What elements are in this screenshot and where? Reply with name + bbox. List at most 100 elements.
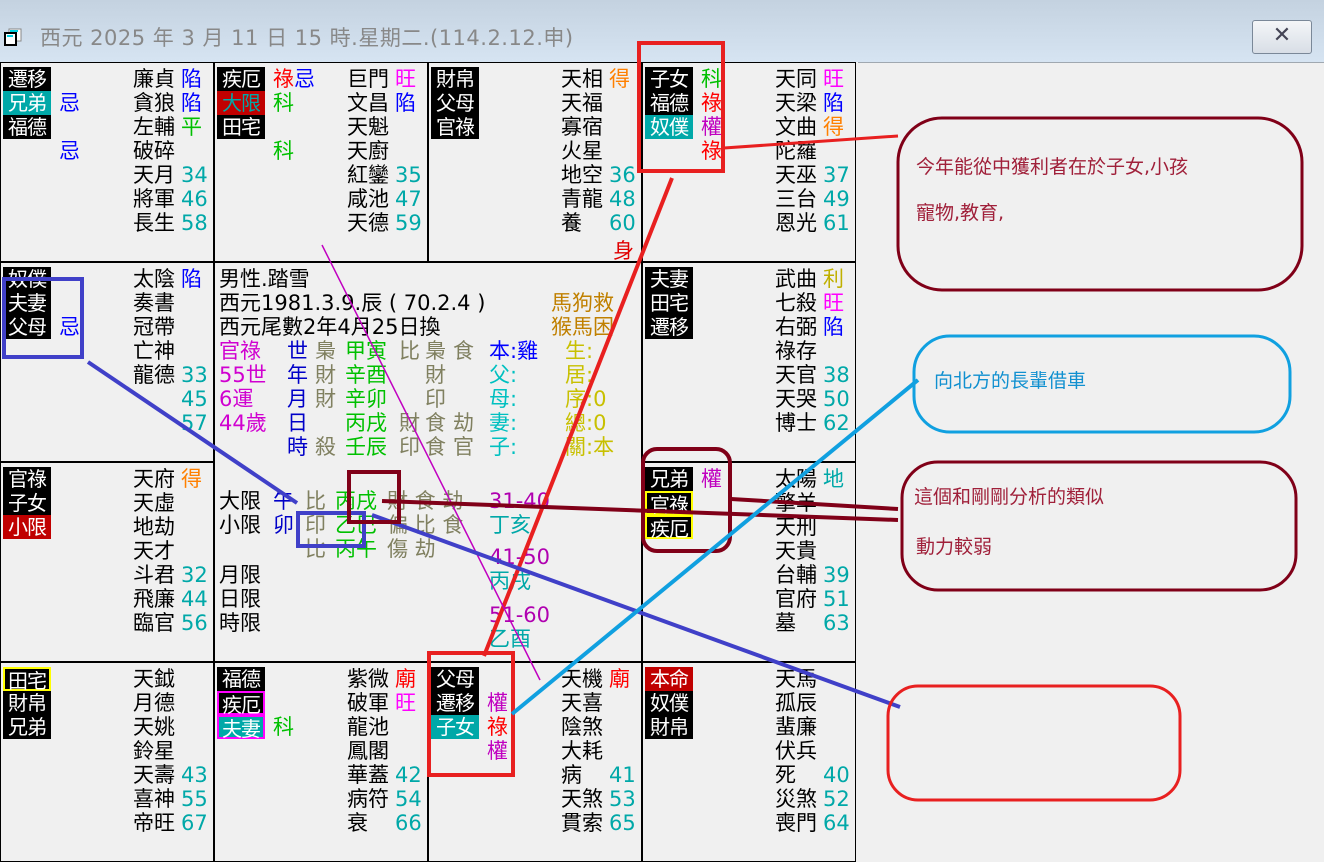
palace-label: 父母 xyxy=(431,91,479,115)
callout-text: 動力較弱 xyxy=(916,536,993,558)
pillar-cell: 時 xyxy=(287,435,308,459)
star-status: 46 xyxy=(181,187,208,211)
limit-label: 日限 xyxy=(219,587,261,611)
palace-label: 福德 xyxy=(217,667,265,691)
star-status: 38 xyxy=(823,363,850,387)
limit-cell: 大限 xyxy=(219,489,261,513)
palace-label: 福德 xyxy=(645,91,693,115)
palace-label: 子女 xyxy=(3,491,51,515)
star-status: 50 xyxy=(823,387,850,411)
star-name: 陀羅 xyxy=(775,139,817,163)
star-status: 陷 xyxy=(823,91,844,115)
star-name: 天官 xyxy=(775,363,817,387)
right-header: 馬狗救 xyxy=(551,291,614,315)
title-bar: 西元 2025 年 3 月 11 日 15 時.星期二.(114.2.12.申)… xyxy=(0,0,1324,63)
pillar-cell: 辛卯 xyxy=(345,387,387,411)
transformation-mark: 祿 xyxy=(273,67,294,91)
star-name: 天煞 xyxy=(561,787,603,811)
transformation-mark: 科 xyxy=(273,715,294,739)
pillar-cell: 食 xyxy=(425,411,446,435)
star-status: 34 xyxy=(181,163,208,187)
star-name: 火星 xyxy=(561,139,603,163)
pillar-cell: 財 xyxy=(315,363,336,387)
star-name: 亡神 xyxy=(133,339,175,363)
header-line: 西元尾數2年4月25日換 xyxy=(219,315,441,339)
transformation-marks: 忌 xyxy=(59,315,80,339)
transformation-marks: 忌 xyxy=(59,139,80,163)
palace-label: 遷移 xyxy=(645,315,693,339)
star-name: 鳳閣 xyxy=(347,739,389,763)
star-status: 35 xyxy=(395,163,422,187)
star-status: 65 xyxy=(609,811,636,835)
callout-box-4 xyxy=(886,684,1182,802)
star-name: 青龍 xyxy=(561,187,603,211)
star-name: 飛廉 xyxy=(133,587,175,611)
star-name: 伏兵 xyxy=(775,739,817,763)
pillar-cell: 殺 xyxy=(315,435,336,459)
star-name: 咸池 xyxy=(347,187,389,211)
pillar-cell: 父: xyxy=(489,363,518,387)
star-status: 得 xyxy=(823,115,844,139)
star-status: 40 xyxy=(823,763,850,787)
star-name: 天廚 xyxy=(347,139,389,163)
palace-label: 父母 xyxy=(3,315,51,339)
star-name: 紅鑾 xyxy=(347,163,389,187)
star-name: 帝旺 xyxy=(133,811,175,835)
star-name: 龍德 xyxy=(133,363,175,387)
pillar-cell: 印 xyxy=(399,435,420,459)
limit-cell: 比 xyxy=(305,489,326,513)
transformation-mark: 科 xyxy=(701,67,722,91)
star-status: 61 xyxy=(823,211,850,235)
limit-cell: 卯 xyxy=(273,513,294,537)
star-status: 60 xyxy=(609,211,636,235)
star-status: 47 xyxy=(395,187,422,211)
transformation-marks: 科 xyxy=(273,139,294,163)
star-name: 擎羊 xyxy=(775,491,817,515)
pillar-cell: 梟 xyxy=(315,339,336,363)
star-status: 39 xyxy=(823,563,850,587)
star-status: 33 xyxy=(181,363,208,387)
pillar-cell: 丙戌 xyxy=(345,411,387,435)
star-name: 臨官 xyxy=(133,611,175,635)
ziwei-chart: 男性.踏雪西元1981.3.9.辰 ( 70.2.4 )西元尾數2年4月25日換… xyxy=(0,62,858,862)
app-window-icon[interactable] xyxy=(4,28,22,46)
decade-ganzhi: 丁亥 xyxy=(489,513,531,537)
star-name: 文曲 xyxy=(775,115,817,139)
pillar-cell: 6運 xyxy=(219,387,254,411)
star-name: 天虛 xyxy=(133,491,175,515)
pillar-cell: 母: xyxy=(489,387,518,411)
pillar-cell: 序:0 xyxy=(565,387,607,411)
star-name: 喜神 xyxy=(133,787,175,811)
star-name: 紫微 xyxy=(347,667,389,691)
star-name: 天府 xyxy=(133,467,175,491)
star-name: 災煞 xyxy=(775,787,817,811)
transformation-mark: 祿 xyxy=(701,91,722,115)
palace-label: 奴僕 xyxy=(645,691,693,715)
star-name: 武曲 xyxy=(775,267,817,291)
transformation-mark: 祿 xyxy=(487,715,508,739)
chart-center-info: 男性.踏雪西元1981.3.9.辰 ( 70.2.4 )西元尾數2年4月25日換… xyxy=(214,262,642,662)
header-line: 男性.踏雪 xyxy=(219,267,310,291)
star-name: 斗君 xyxy=(133,563,175,587)
star-name: 右弼 xyxy=(775,315,817,339)
transformation-marks: 祿忌 xyxy=(273,67,315,91)
star-name: 天福 xyxy=(561,91,603,115)
pillar-cell: 生: xyxy=(565,339,594,363)
close-button[interactable]: ✕ xyxy=(1252,20,1312,54)
star-name: 天梁 xyxy=(775,91,817,115)
star-status: 56 xyxy=(181,611,208,635)
star-name: 將軍 xyxy=(133,187,175,211)
pillar-cell: 甲寅 xyxy=(345,339,387,363)
